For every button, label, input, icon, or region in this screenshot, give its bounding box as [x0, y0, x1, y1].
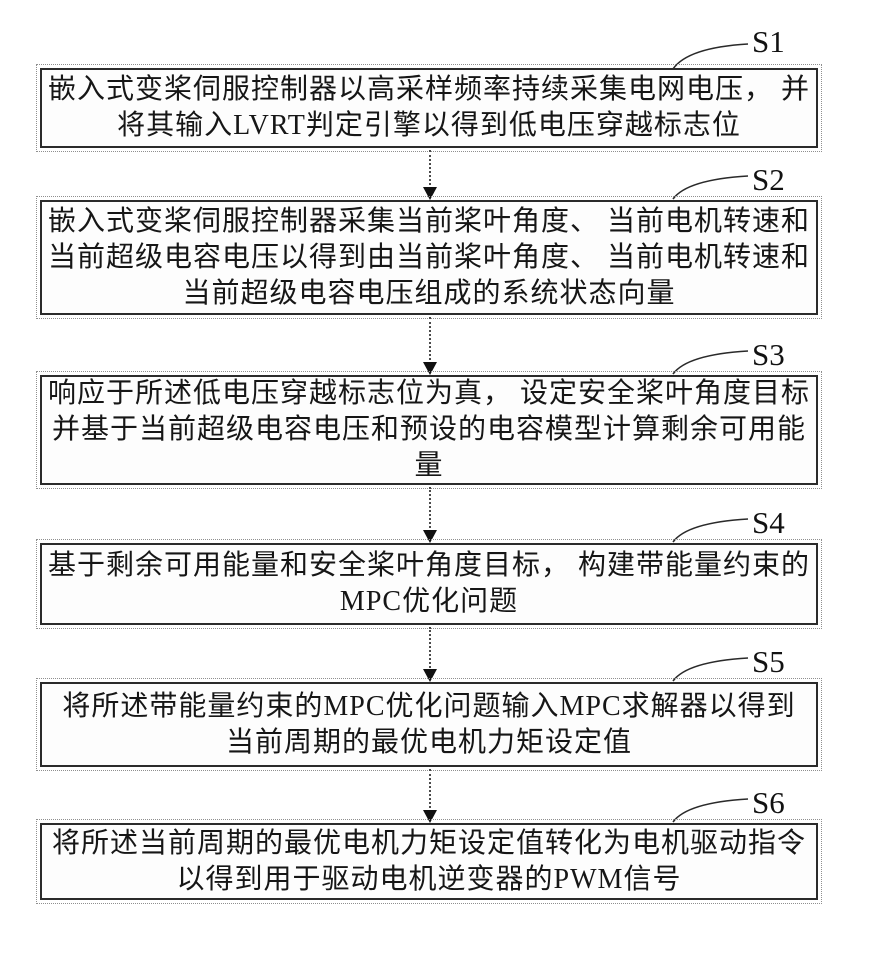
flow-step-box-s3: 响应于所述低电压穿越标志位为真， 设定安全桨叶角度目标 并基于当前超级电容电压和…: [36, 371, 822, 489]
step-text-line: 将其输入LVRT判定引擎以得到低电压穿越标志位: [117, 110, 741, 141]
step-label-s4: S4: [752, 505, 785, 540]
step-text-line: 将所述带能量约束的MPC优化问题输入MPC求解器以得到: [62, 690, 796, 722]
arrow-head-icon: [423, 187, 437, 200]
step-text-line: MPC优化问题: [339, 586, 519, 617]
arrow-head-icon: [423, 669, 437, 682]
flow-arrow-2: [422, 317, 438, 375]
arrow-line: [429, 627, 431, 671]
flow-step-box-s2: 嵌入式变桨伺服控制器采集当前桨叶角度、 当前电机转速和 当前超级电容电压以得到由…: [36, 196, 822, 319]
flow-arrow-1: [422, 150, 438, 200]
flow-step-box-s6: 将所述当前周期的最优电机力矩设定值转化为电机驱动指令 以得到用于驱动电机逆变器的…: [36, 819, 822, 904]
flow-step-box-s1: 嵌入式变桨伺服控制器以高采样频率持续采集电网电压， 并 将其输入LVRT判定引擎…: [36, 64, 822, 152]
step-text-line: 基于剩余可用能量和安全桨叶角度目标， 构建带能量约束的: [47, 550, 810, 581]
step-label-s6: S6: [752, 785, 785, 820]
step-label-s1: S1: [752, 24, 785, 59]
flow-arrow-4: [422, 627, 438, 682]
arrow-head-icon: [423, 810, 437, 823]
leader-line-s4: [672, 518, 749, 543]
step-text-line: 当前超级电容电压组成的系统状态向量: [182, 277, 676, 309]
leader-line-s2: [672, 175, 749, 200]
step-label-s2: S2: [752, 162, 785, 197]
arrow-line: [429, 317, 431, 364]
arrow-line: [429, 769, 431, 812]
flow-arrow-3: [422, 487, 438, 543]
step-text-line: 当前超级电容电压以得到由当前桨叶角度、 当前电机转速和: [47, 241, 810, 273]
flow-step-box-s4: 基于剩余可用能量和安全桨叶角度目标， 构建带能量约束的 MPC优化问题: [36, 539, 822, 629]
step-text-line: 响应于所述低电压穿越标志位为真， 设定安全桨叶角度目标: [47, 378, 810, 409]
flow-step-box-s5: 将所述带能量约束的MPC优化问题输入MPC求解器以得到 当前周期的最优电机力矩设…: [36, 678, 822, 771]
step-text-line: 当前周期的最优电机力矩设定值: [225, 726, 632, 758]
step-text-line: 嵌入式变桨伺服控制器采集当前桨叶角度、 当前电机转速和: [47, 205, 810, 237]
arrow-line: [429, 487, 431, 532]
step-label-s5: S5: [752, 644, 785, 679]
arrow-head-icon: [423, 362, 437, 375]
leader-line-s6: [672, 798, 749, 823]
step-label-s3: S3: [752, 337, 785, 372]
leader-line-s3: [672, 350, 749, 375]
arrow-head-icon: [423, 530, 437, 543]
leader-line-s5: [672, 657, 749, 682]
step-text-line: 并基于当前超级电容电压和预设的电容模型计算剩余可用能: [51, 414, 806, 445]
step-text-line: 将所述当前周期的最优电机力矩设定值转化为电机驱动指令: [51, 827, 806, 859]
leader-line-s1: [672, 43, 749, 70]
step-text-line: 嵌入式变桨伺服控制器以高采样频率持续采集电网电压， 并: [47, 74, 810, 105]
flow-arrow-5: [422, 769, 438, 823]
arrow-line: [429, 150, 431, 189]
step-text-line: 量: [414, 450, 444, 481]
step-text-line: 以得到用于驱动电机逆变器的PWM信号: [176, 863, 682, 895]
